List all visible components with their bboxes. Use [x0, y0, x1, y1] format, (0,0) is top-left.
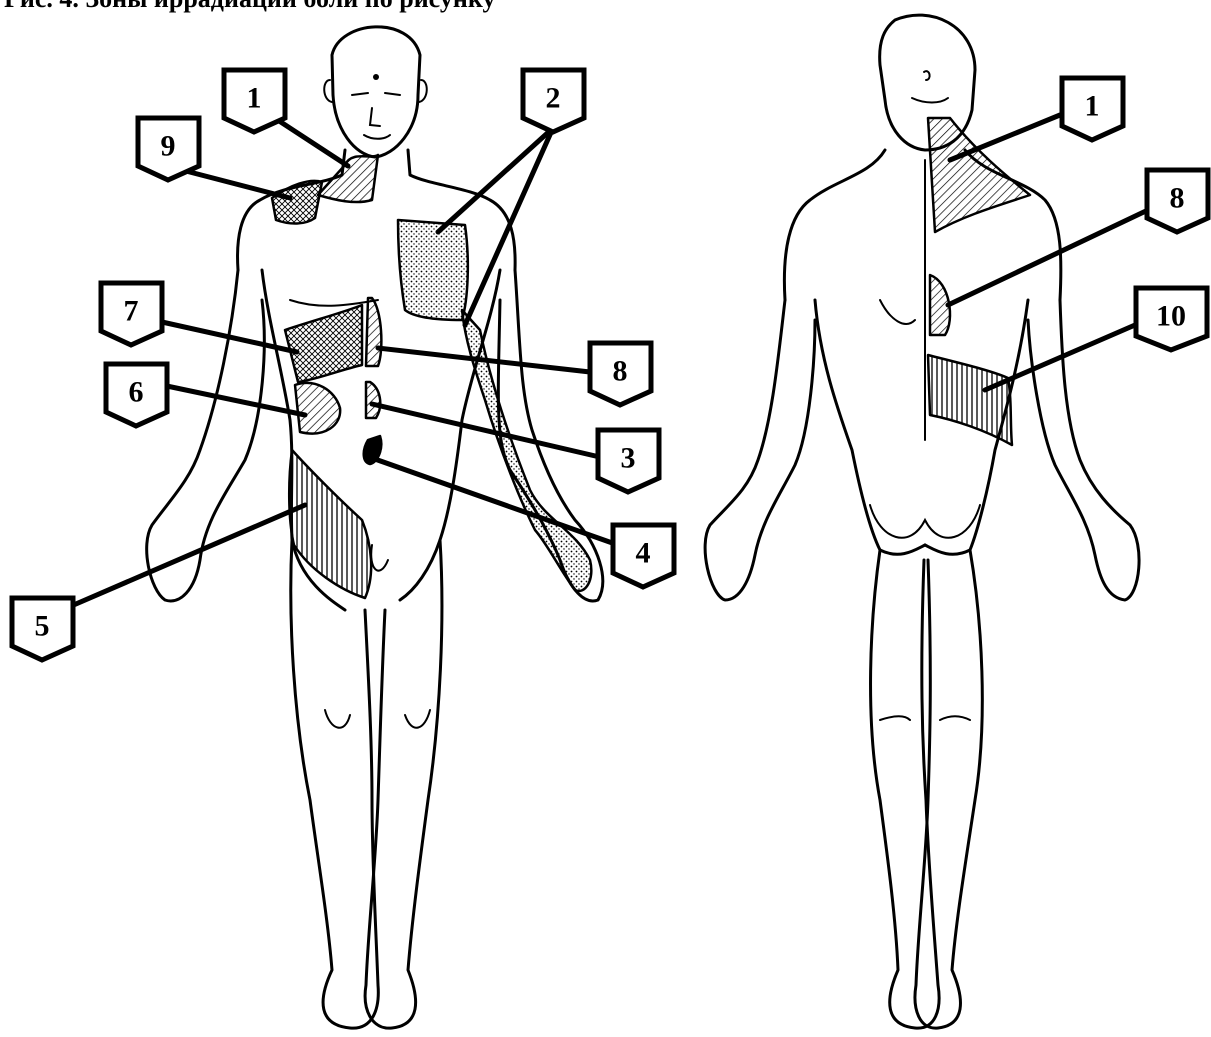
svg-text:3: 3 [621, 442, 636, 475]
zone-right-hypochondrium [285, 305, 362, 382]
zone-right-shoulder [272, 181, 322, 224]
svg-text:5: 5 [35, 610, 50, 643]
svg-text:10: 10 [1156, 300, 1186, 333]
badges: 1 2 8 3 4 9 7 6 [12, 70, 1208, 660]
svg-text:1: 1 [1085, 90, 1100, 123]
badge-2-front: 2 [523, 70, 584, 132]
badge-5-front: 5 [12, 598, 73, 660]
zone-epigastric-lower [366, 382, 380, 418]
badge-4-front: 4 [613, 525, 674, 587]
badge-1-front: 1 [224, 70, 285, 132]
svg-text:7: 7 [124, 295, 139, 328]
zone-right-groin [289, 450, 371, 598]
svg-text:6: 6 [129, 376, 144, 409]
badge-6-front: 6 [106, 364, 167, 426]
badge-8-front: 8 [590, 343, 651, 405]
badge-9-front: 9 [138, 118, 199, 180]
zone-lumbar [928, 355, 1012, 445]
zone-epigastric-upper [366, 298, 381, 366]
badge-10-back: 10 [1136, 288, 1207, 350]
svg-text:2: 2 [546, 82, 561, 115]
badge-8-back: 8 [1147, 170, 1208, 232]
zone-right-flank [295, 383, 340, 434]
badge-7-front: 7 [101, 283, 162, 345]
back-body-outline [705, 15, 1139, 1028]
svg-text:1: 1 [247, 82, 262, 115]
badge-3-front: 3 [598, 430, 659, 492]
svg-text:9: 9 [161, 130, 176, 163]
zone-left-chest [398, 220, 468, 320]
svg-text:4: 4 [636, 537, 651, 570]
svg-text:8: 8 [1170, 182, 1185, 215]
svg-text:8: 8 [613, 355, 628, 388]
badge-1-back: 1 [1062, 78, 1123, 140]
